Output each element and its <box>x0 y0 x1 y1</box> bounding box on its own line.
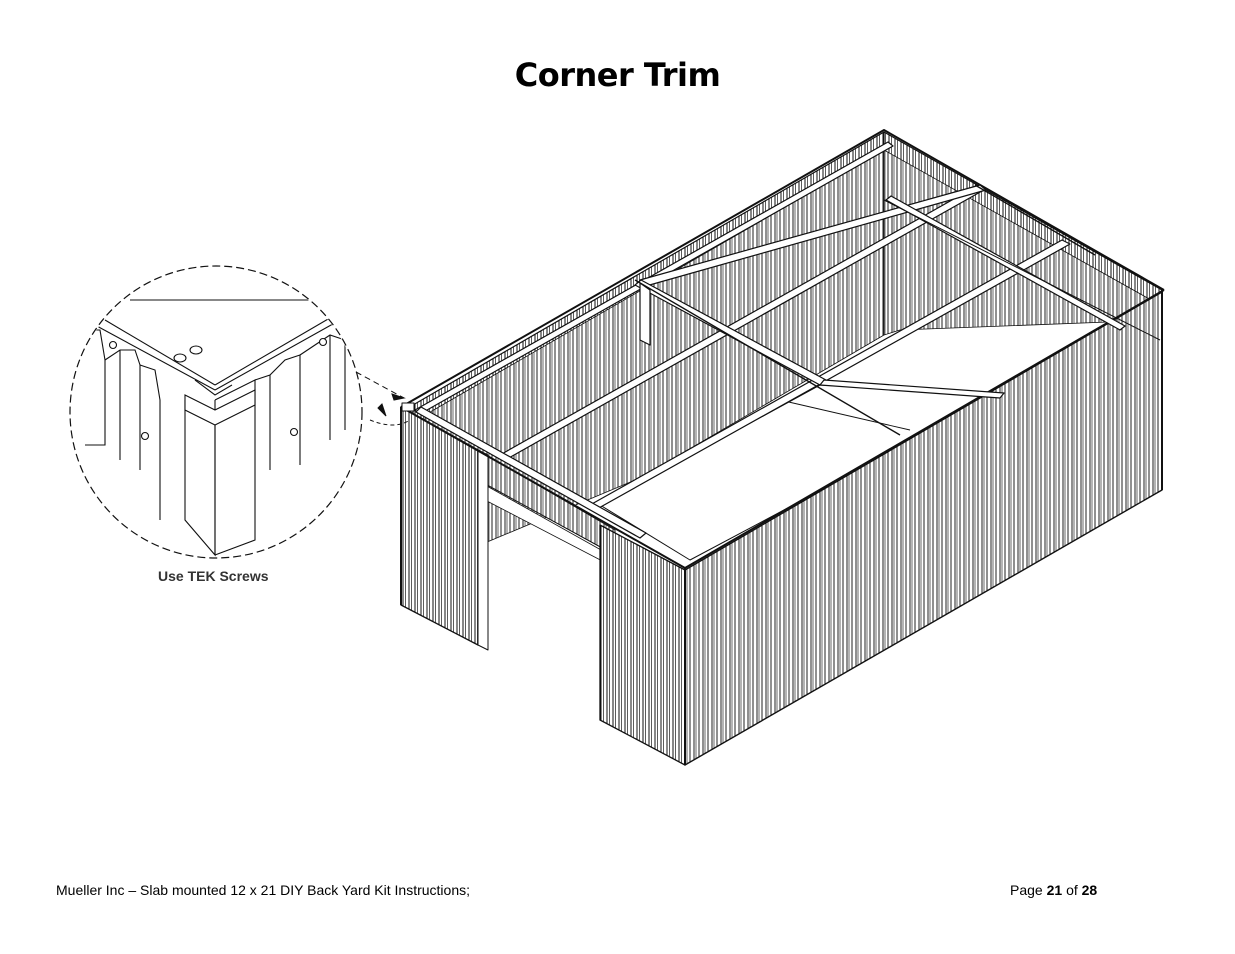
page-current: 21 <box>1046 882 1063 898</box>
leader-arrow-2 <box>377 403 387 417</box>
page-title: Corner Trim <box>514 56 721 94</box>
leader-arrow-1 <box>391 393 406 401</box>
building-frame <box>400 129 1165 766</box>
callout-circle <box>69 265 363 559</box>
footer-page-number: Page 21 of 28 <box>1010 882 1097 898</box>
page-of: of <box>1066 882 1078 898</box>
callout-label: Use TEK Screws <box>158 568 269 584</box>
interior-right-wall <box>883 149 1161 336</box>
roof-purlins <box>414 141 1126 539</box>
detail-callout <box>69 265 411 559</box>
page-prefix: Page <box>1010 882 1043 898</box>
footer-document-title: Mueller Inc – Slab mounted 12 x 21 DIY B… <box>56 882 470 898</box>
page-total: 28 <box>1081 882 1098 898</box>
screw-icons <box>108 337 328 441</box>
